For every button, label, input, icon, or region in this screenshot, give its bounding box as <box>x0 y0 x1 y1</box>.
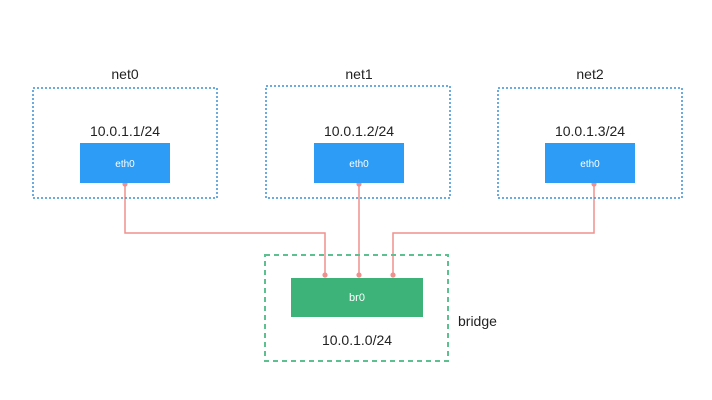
interface-eth0 <box>545 143 635 183</box>
links <box>122 181 597 278</box>
namespace-box <box>32 87 218 199</box>
namespace-title: net1 <box>345 66 372 82</box>
bridge-device-br0 <box>291 278 423 317</box>
link-endpoint-dot <box>390 272 396 278</box>
link-net0-to-bridge <box>124 185 326 275</box>
interface-label: eth0 <box>349 159 369 170</box>
namespace-ip: 10.0.1.3/24 <box>555 123 625 139</box>
interface-eth0 <box>314 143 404 183</box>
namespace-box <box>497 87 683 199</box>
namespace-net1: net1 10.0.1.2/24 eth0 <box>265 66 451 199</box>
namespace-ip: 10.0.1.1/24 <box>90 123 160 139</box>
bridge-label: bridge <box>458 313 497 329</box>
bridge-group: br0 10.0.1.0/24 bridge <box>264 254 497 362</box>
namespace-title: net2 <box>576 66 603 82</box>
namespace-box <box>265 85 451 199</box>
namespace-ip: 10.0.1.2/24 <box>324 123 394 139</box>
bridge-subnet: 10.0.1.0/24 <box>322 332 392 348</box>
interface-label: eth0 <box>115 159 135 170</box>
bridge-device-label: br0 <box>349 292 365 304</box>
namespace-net2: net2 10.0.1.3/24 eth0 <box>497 66 683 199</box>
link-endpoint-dot <box>322 272 328 278</box>
bridge-box <box>264 254 449 362</box>
interface-eth0 <box>80 143 170 183</box>
interface-label: eth0 <box>580 159 600 170</box>
namespace-net0: net0 10.0.1.1/24 eth0 <box>32 66 218 199</box>
namespace-title: net0 <box>111 66 138 82</box>
link-endpoint-dot <box>356 272 362 278</box>
